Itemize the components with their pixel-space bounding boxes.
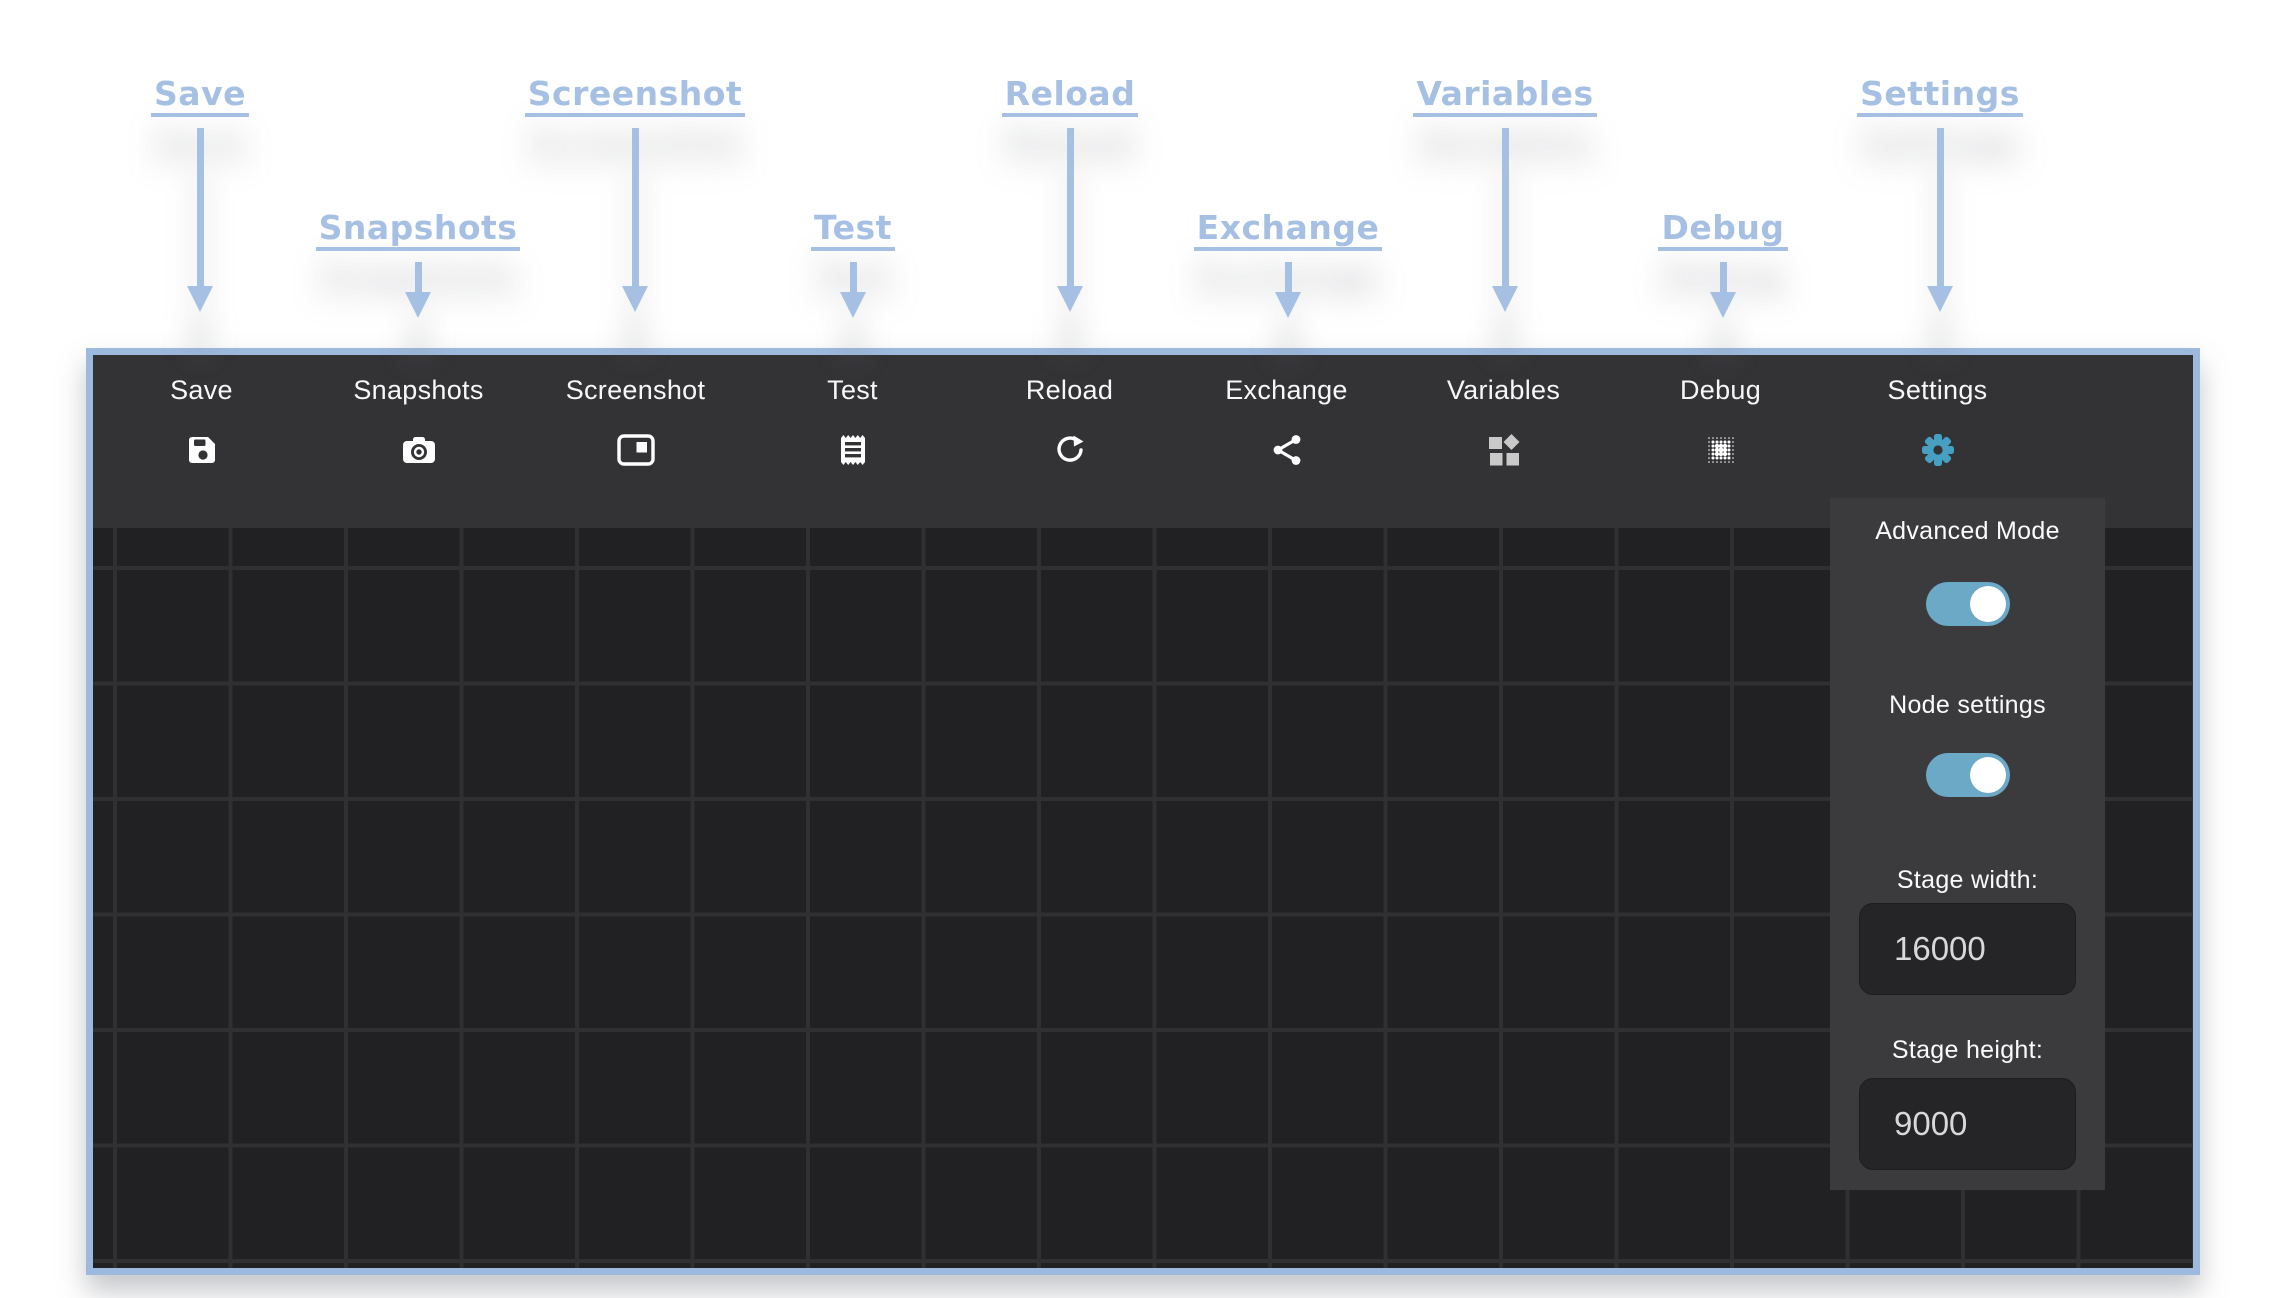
callout-save-arrow [40, 128, 360, 313]
toolbar-item-variables[interactable]: Variables [1395, 355, 1612, 528]
callout-variables-label: Variables [1413, 75, 1597, 118]
toolbar-item-debug-label: Debug [1679, 375, 1762, 405]
share-icon [1271, 431, 1303, 469]
callout-test: Test [693, 209, 1013, 319]
callout-screenshot: Screenshot [475, 75, 795, 313]
node-settings-toggle[interactable] [1925, 753, 2010, 797]
stage-width-input[interactable]: 16000 [1859, 903, 2076, 995]
callout-reload: Reload [910, 75, 1230, 313]
toolbar-item-screenshot-label: Screenshot [565, 375, 706, 405]
toolbar-item-test[interactable]: Test [744, 355, 961, 528]
callout-settings-arrow [1780, 128, 2100, 313]
node-settings-label: Node settings [1889, 691, 2046, 719]
callout-settings: Settings [1780, 75, 2100, 313]
callout-screenshot-arrow [475, 128, 795, 313]
editor-window: Save Snapshots Screenshot Test [86, 348, 2200, 1275]
callout-test-label: Test [811, 209, 895, 252]
test-icon [839, 431, 867, 469]
callout-snapshots: Snapshots [258, 209, 578, 319]
shapes-icon [1487, 431, 1521, 469]
callout-save: Save [40, 75, 360, 313]
callout-reload-arrow [910, 128, 1230, 313]
callout-debug-arrow [1563, 262, 1883, 319]
callout-save-label: Save [151, 75, 249, 118]
settings-panel: Advanced Mode Node settings Stage width:… [1830, 498, 2105, 1190]
toolbar-item-screenshot[interactable]: Screenshot [527, 355, 744, 528]
advanced-mode-label: Advanced Mode [1875, 517, 2060, 545]
save-icon [186, 431, 218, 469]
callout-settings-label: Settings [1857, 75, 2023, 118]
callout-test-arrow [693, 262, 1013, 319]
screenshot-icon [616, 431, 655, 469]
stage-width-label: Stage width: [1896, 866, 2039, 894]
toolbar-item-settings[interactable]: Settings [1829, 355, 2046, 528]
advanced-mode-toggle[interactable] [1925, 582, 2010, 626]
callout-snapshots-arrow [258, 262, 578, 319]
toggle-knob [1969, 586, 2006, 622]
toolbar-item-exchange-label: Exchange [1225, 375, 1348, 405]
callout-debug-label: Debug [1658, 209, 1788, 252]
toolbar-item-save-label: Save [170, 375, 233, 405]
toolbar-item-variables-label: Variables [1446, 375, 1561, 405]
toolbar-item-settings-label: Settings [1887, 375, 1988, 405]
toolbar-item-debug[interactable]: Debug [1612, 355, 1829, 528]
gear-icon [1920, 431, 1956, 469]
callout-snapshots-label: Snapshots [315, 209, 521, 252]
toolbar-item-reload-label: Reload [1025, 375, 1114, 405]
callout-variables-arrow [1345, 128, 1665, 313]
callout-exchange: Exchange [1128, 209, 1448, 319]
toolbar-item-test-label: Test [827, 375, 878, 405]
dots-icon [1704, 431, 1738, 469]
callout-exchange-label: Exchange [1193, 209, 1383, 252]
toolbar-item-snapshots-label: Snapshots [353, 375, 484, 405]
reload-icon [1054, 431, 1086, 469]
stage-height-input[interactable]: 9000 [1859, 1078, 2076, 1170]
callout-debug: Debug [1563, 209, 1883, 319]
camera-icon [401, 431, 437, 469]
callout-variables: Variables [1345, 75, 1665, 313]
toolbar-item-exchange[interactable]: Exchange [1178, 355, 1395, 528]
callout-exchange-arrow [1128, 262, 1448, 319]
callout-reload-label: Reload [1001, 75, 1139, 118]
callout-screenshot-label: Screenshot [524, 75, 746, 118]
toolbar-item-save[interactable]: Save [93, 355, 310, 528]
toggle-knob [1969, 757, 2006, 793]
toolbar-item-reload[interactable]: Reload [961, 355, 1178, 528]
stage-height-label: Stage height: [1891, 1036, 2044, 1064]
toolbar-item-snapshots[interactable]: Snapshots [310, 355, 527, 528]
